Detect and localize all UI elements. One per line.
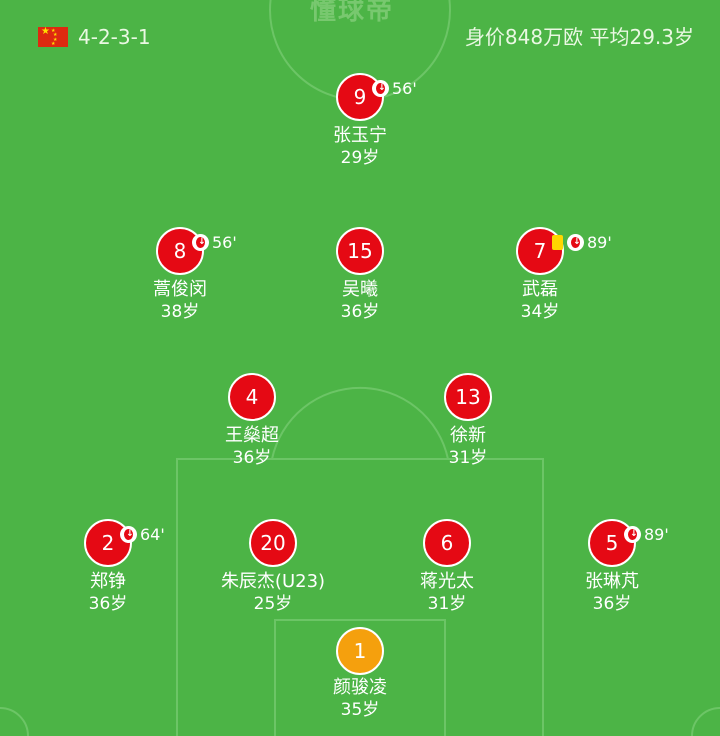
player-card[interactable]: 13 徐新 31岁 xyxy=(388,373,548,469)
substitution-indicator: ↓64' xyxy=(120,511,165,555)
player-number-badge: 15 xyxy=(336,227,384,275)
player-card[interactable]: 5 ↓89' 张琳芃 36岁 xyxy=(532,519,692,615)
player-card[interactable]: 2 ↓64' 郑铮 36岁 xyxy=(28,519,188,615)
substitution-indicator: ↓56' xyxy=(192,219,237,263)
watermark: 懂球帝 xyxy=(310,0,395,26)
player-number-badge: 4 xyxy=(228,373,276,421)
player-card[interactable]: 1 颜骏凌 35岁 xyxy=(280,627,440,721)
player-number-badge: 6 xyxy=(423,519,471,567)
substitution-indicator: ↓89' xyxy=(624,511,669,555)
goalkeeper-number-badge: 1 xyxy=(336,627,384,675)
sub-out-icon: ↓ xyxy=(567,234,584,251)
player-number-badge: 5 ↓89' xyxy=(588,519,669,567)
player-age: 38岁 xyxy=(160,302,200,322)
player-card[interactable]: 8 ↓56' 蒿俊闵 38岁 xyxy=(100,227,260,323)
team-value-label: 身价848万欧 平均29.3岁 xyxy=(464,25,694,49)
sub-out-icon: ↓ xyxy=(624,526,641,543)
player-number-badge: 2 ↓64' xyxy=(84,519,165,567)
substitution-indicator: ↓89' xyxy=(552,219,612,263)
player-card[interactable]: 9 ↓56' 张玉宁 29岁 xyxy=(280,73,440,169)
player-name: 颜骏凌 xyxy=(333,677,387,698)
player-name: 徐新 xyxy=(450,425,486,446)
player-card[interactable]: 7 ↓89' 武磊 34岁 xyxy=(460,227,620,323)
player-age: 36岁 xyxy=(88,594,128,614)
player-card[interactable]: 20 朱辰杰(U23) 25岁 xyxy=(193,519,353,615)
player-age: 35岁 xyxy=(340,700,380,720)
player-age: 36岁 xyxy=(340,302,380,322)
yellow-card-icon xyxy=(552,235,563,250)
player-card[interactable]: 4 王燊超 36岁 xyxy=(172,373,332,469)
player-name: 蒿俊闵 xyxy=(153,279,207,300)
player-number-badge: 9 ↓56' xyxy=(336,73,417,121)
player-name: 王燊超 xyxy=(225,425,279,446)
player-number-badge: 7 ↓89' xyxy=(516,227,612,275)
player-age: 34岁 xyxy=(520,302,560,322)
player-number-badge: 13 xyxy=(444,373,492,421)
substitution-indicator: ↓56' xyxy=(372,65,417,109)
sub-out-icon: ↓ xyxy=(372,80,389,97)
player-age: 31岁 xyxy=(427,594,467,614)
player-name: 张琳芃 xyxy=(585,571,639,592)
player-name: 蒋光太 xyxy=(420,571,474,592)
player-card[interactable]: 6 蒋光太 31岁 xyxy=(367,519,527,615)
player-number-badge: 8 ↓56' xyxy=(156,227,237,275)
sub-out-icon: ↓ xyxy=(192,234,209,251)
player-name: 朱辰杰(U23) xyxy=(220,571,326,592)
player-name: 吴曦 xyxy=(342,279,378,300)
sub-out-icon: ↓ xyxy=(120,526,137,543)
player-age: 36岁 xyxy=(592,594,632,614)
player-age: 31岁 xyxy=(448,448,488,468)
player-name: 张玉宁 xyxy=(333,125,387,146)
formation-label: 4-2-3-1 xyxy=(78,25,151,49)
player-age: 36岁 xyxy=(232,448,272,468)
player-name: 武磊 xyxy=(522,279,558,300)
player-age: 25岁 xyxy=(253,594,293,614)
player-name: 郑铮 xyxy=(90,571,126,592)
lineup-header: ★ ★ ★ ★ ★ 4-2-3-1 身价848万欧 平均29.3岁 xyxy=(0,0,720,72)
china-flag-icon: ★ ★ ★ ★ ★ xyxy=(38,27,68,47)
player-card[interactable]: 15 吴曦 36岁 xyxy=(280,227,440,323)
player-age: 29岁 xyxy=(340,148,380,168)
player-number-badge: 20 xyxy=(249,519,297,567)
